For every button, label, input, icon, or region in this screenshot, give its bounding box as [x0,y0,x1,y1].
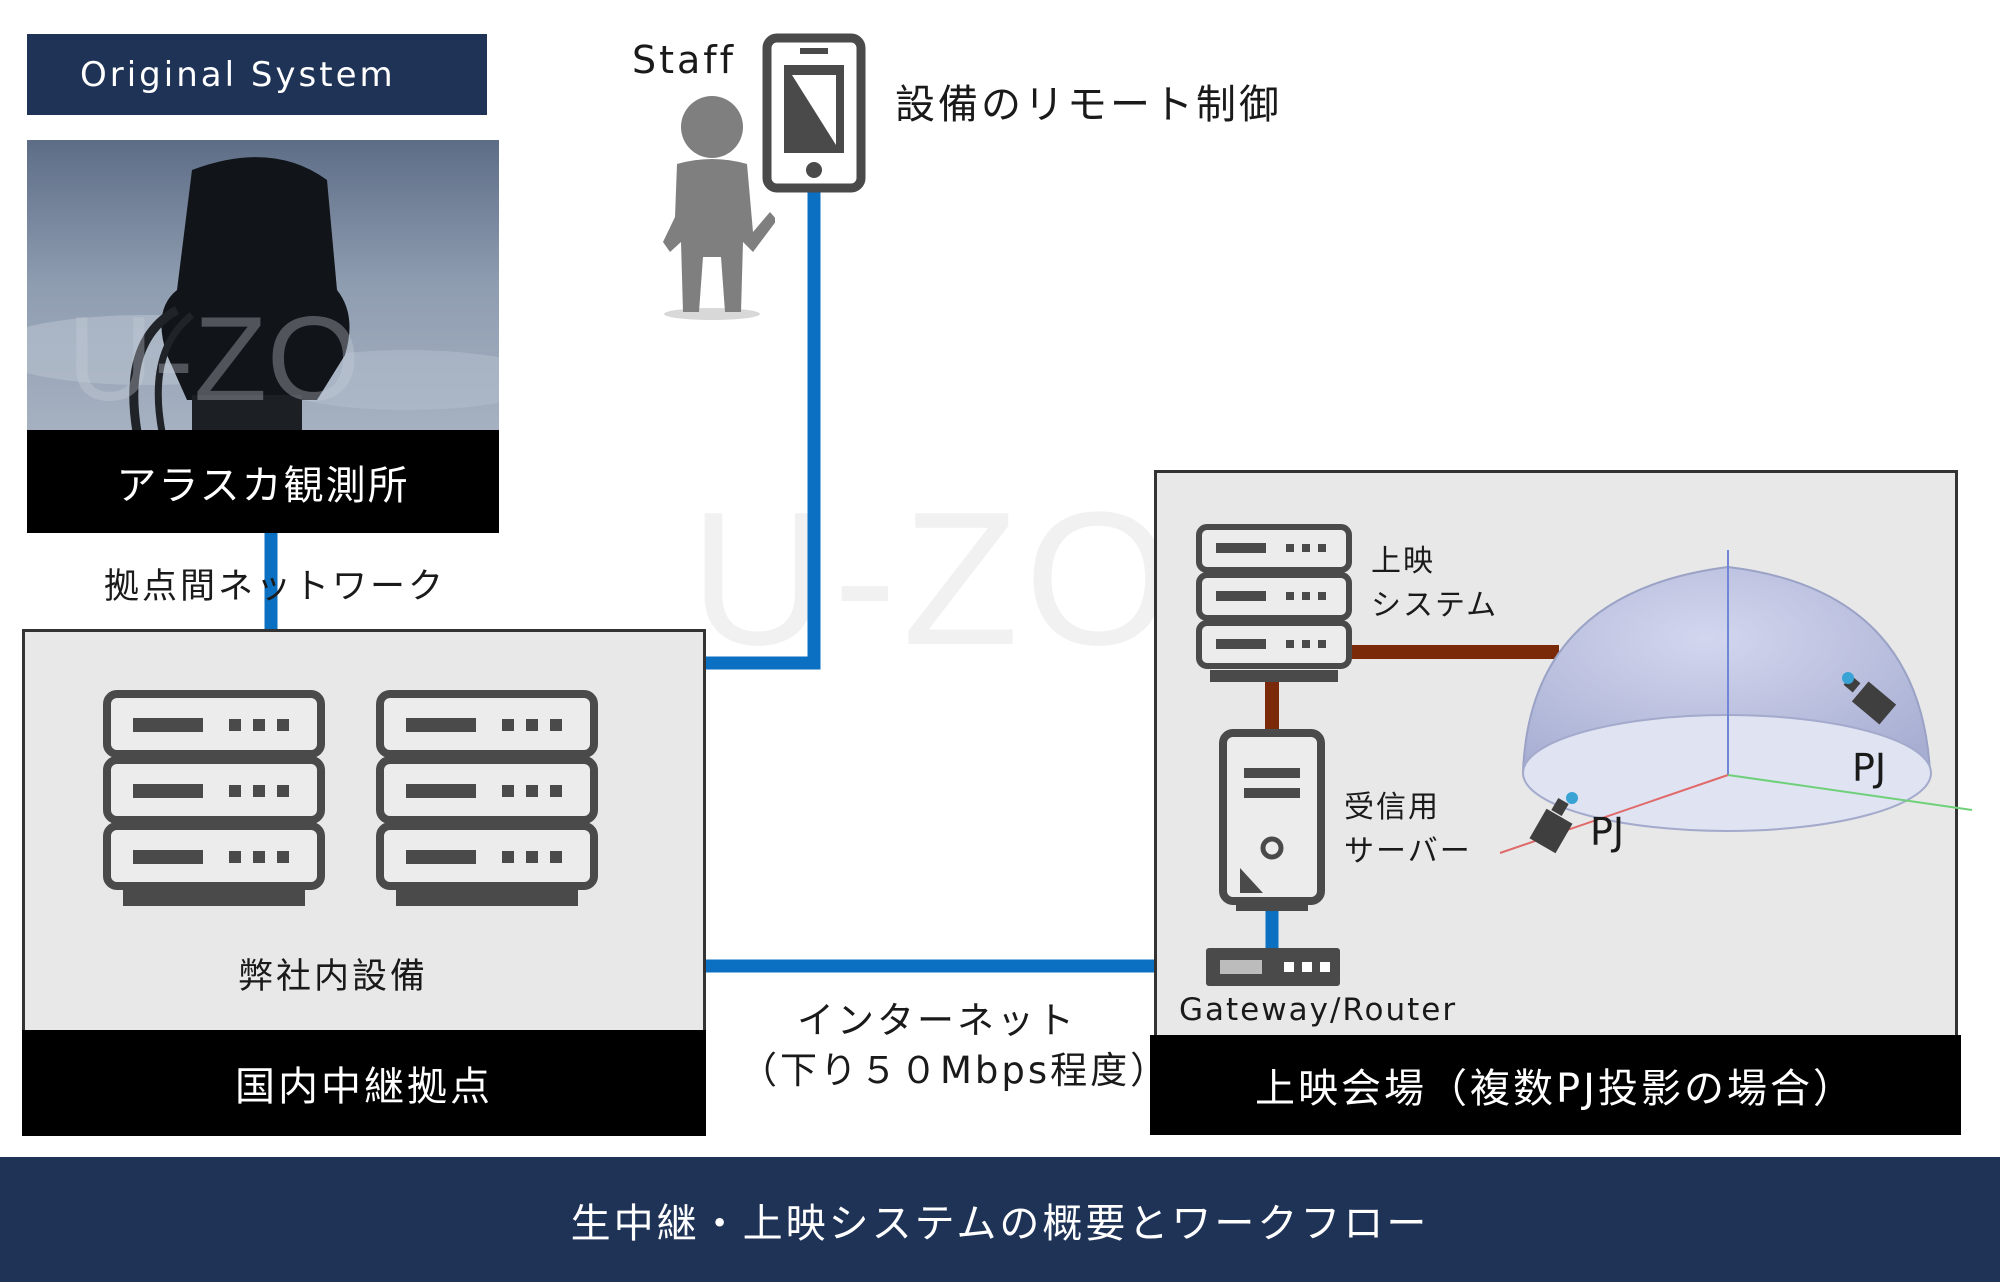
alaska-observatory-photo: U-ZO [27,140,499,432]
remote-control-label: 設備のリモート制御 [895,82,1282,128]
staff-label: Staff [632,38,737,82]
server-rack-icon [376,690,598,906]
person-icon [663,96,775,320]
server-rack-icon [103,690,325,906]
dome-icon [1499,550,1973,854]
receiving-server-label-line1: 受信用 [1344,790,1440,825]
internet-bandwidth-label: （下り５０Mbps程度） [740,1049,1171,1092]
screening-system-label-line2: システム [1371,588,1499,623]
original-system-label: Original System [27,34,487,115]
projector-label-1: PJ [1852,746,1887,790]
svg-text:U-ZO: U-ZO [67,292,360,426]
screening-venue-caption: 上映会場（複数PJ投影の場合） [1150,1035,1961,1135]
projector-icon [1529,792,1578,854]
projector-label-2: PJ [1590,810,1625,854]
smartphone-icon [762,33,866,193]
gateway-router-label: Gateway/Router [1179,992,1458,1028]
staff-control-line [706,188,821,670]
internet-label: インターネット [797,999,1077,1042]
server-rack-icon [1196,524,1352,682]
router-icon [1206,948,1340,986]
domestic-relay-caption: 国内中継拠点 [22,1030,706,1136]
projector-icon [1842,672,1897,725]
watermark: U-ZO [690,473,1179,685]
inter-site-network-label: 拠点間ネットワーク [104,567,447,607]
tower-server-icon [1219,729,1325,911]
footer-title: 生中継・上映システムの概要とワークフロー [0,1157,2000,1282]
company-equipment-label: 弊社内設備 [238,957,429,997]
alaska-observatory-caption: アラスカ観測所 [27,430,499,533]
receiving-server-label-line2: サーバー [1344,834,1472,869]
screening-system-label-line1: 上映 [1371,544,1435,579]
